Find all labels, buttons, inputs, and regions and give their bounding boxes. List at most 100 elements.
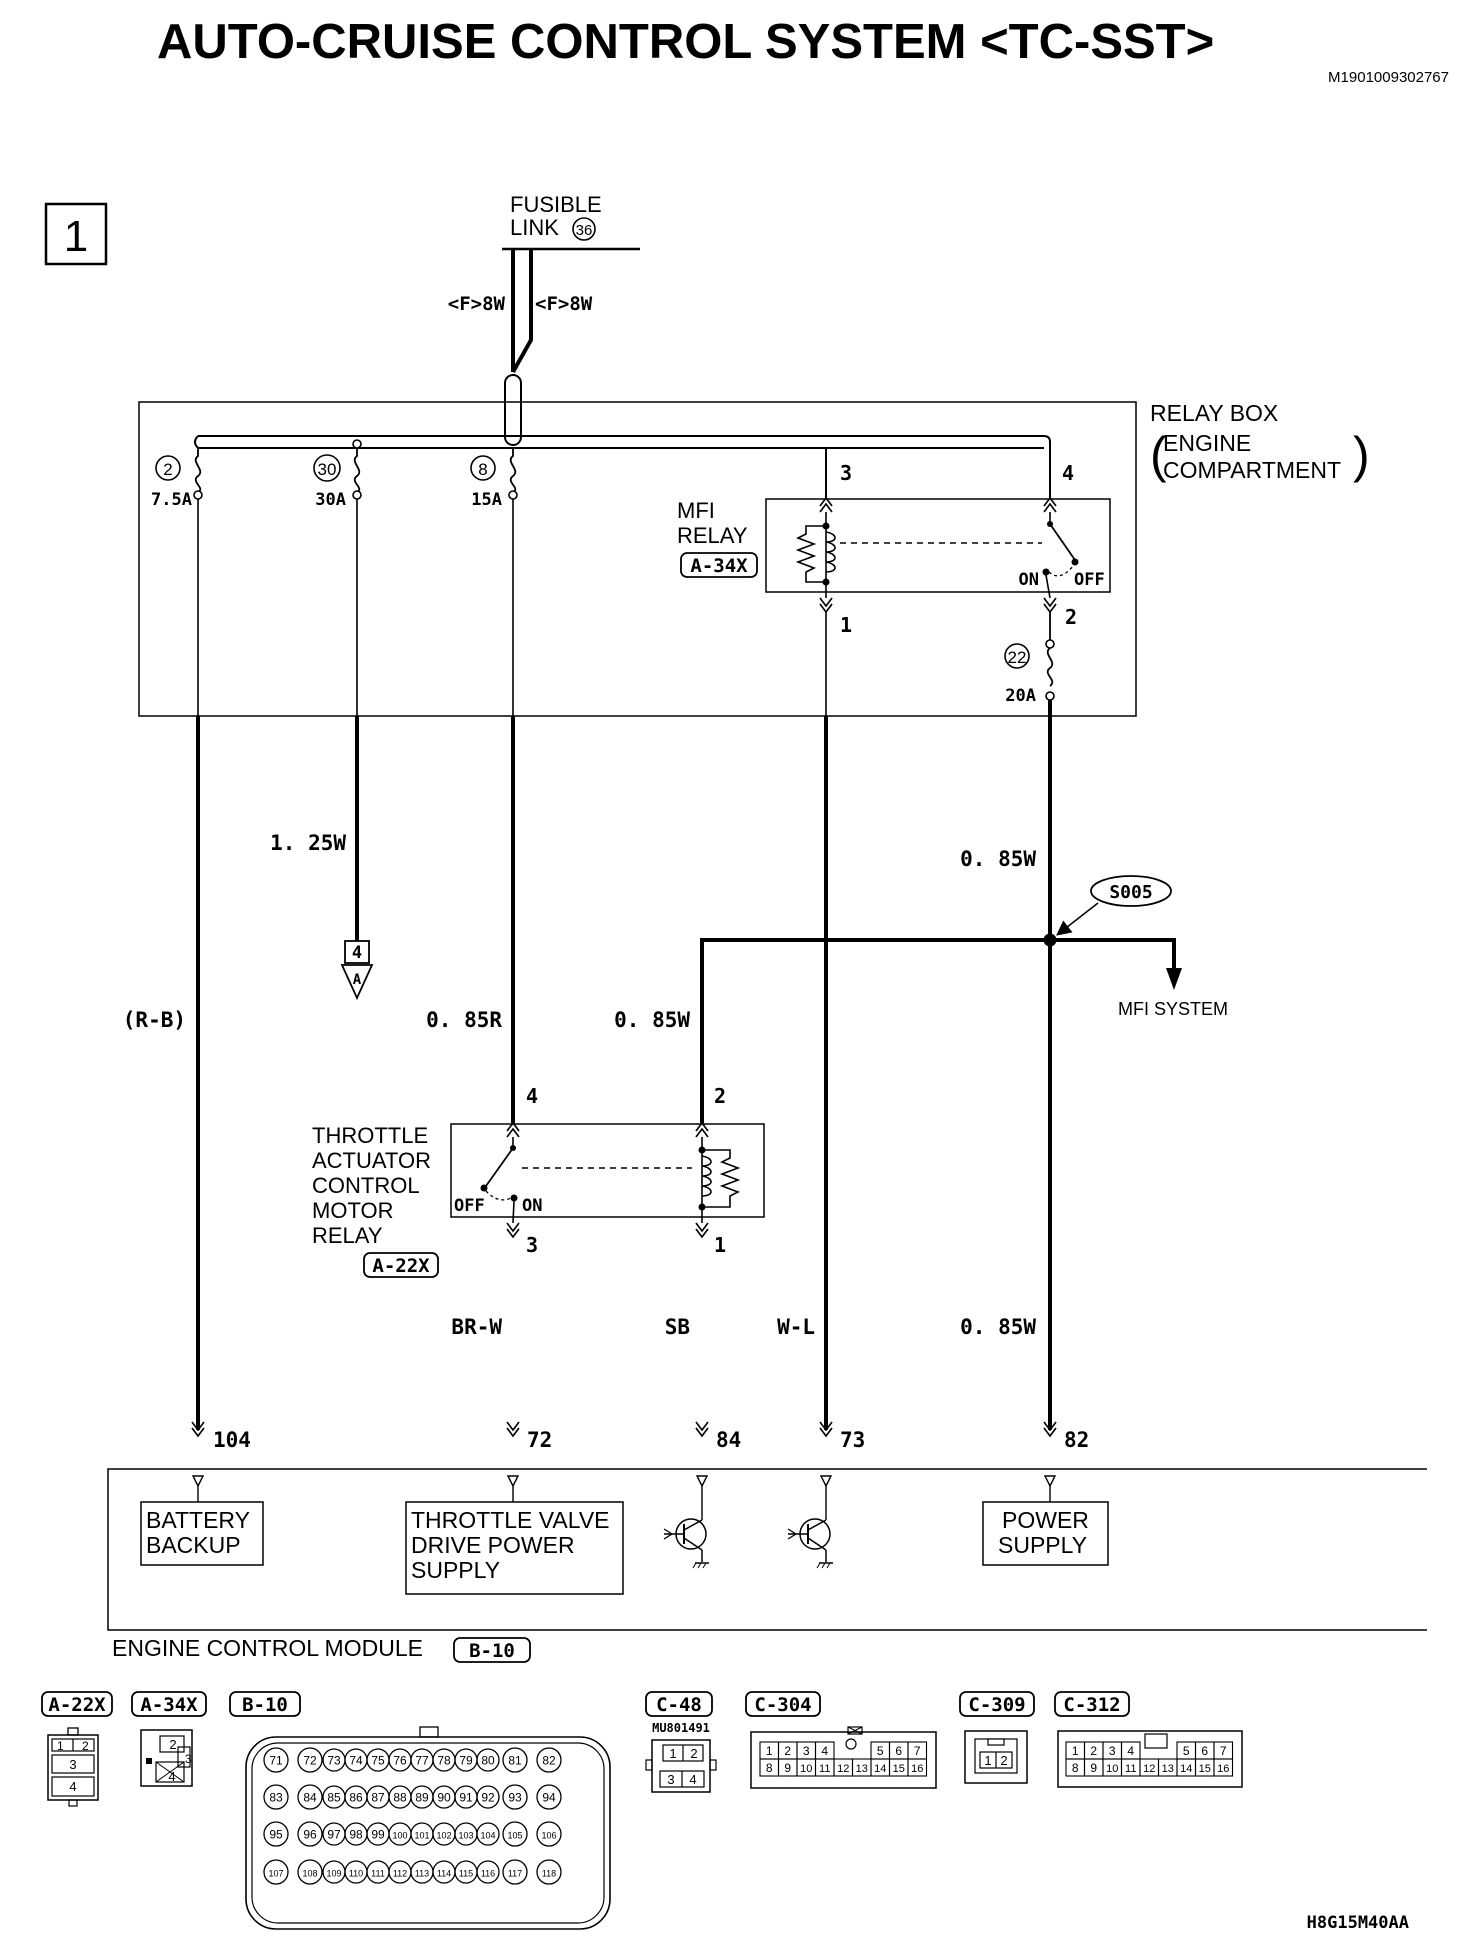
ecm-terminal-73 [819,1475,833,1488]
ecm-pin-84: 84 [716,1428,741,1452]
mfi-relay-pin-4: 4 [1062,461,1074,485]
relay-box-location-2: COMPARTMENT [1163,457,1341,483]
throttle-switch-blade [485,1147,514,1187]
wire-label-125w: 1. 25W [270,831,346,855]
b10-pin-circle [502,1859,528,1885]
ecm-connector: B-10 [469,1640,515,1662]
b10-pin-label: 83 [269,1791,283,1805]
mfi-relay-connector-box [680,552,758,578]
page-marker: 1 [64,212,88,261]
ecm-terminal-104 [191,1475,205,1488]
ref-arrow [340,964,374,1001]
fusible-link-number: 36 [576,222,593,239]
ecm-pin-104: 104 [213,1428,251,1452]
wire-label-085w-mid: 0. 85W [614,1008,690,1032]
b10-pin-label: 84 [303,1791,317,1805]
fuse-2-terminal [193,490,203,500]
mfi-relay-label-1: MFI [677,498,715,523]
b10-pin-label: 117 [508,1869,522,1879]
throttle-pin1-chevron [695,1222,709,1239]
throttle-relay-connector-box [363,1252,439,1278]
a22x-pin-1: 1 [57,1739,64,1753]
b10-pin-label: 95 [269,1828,283,1842]
pin-cell [907,1758,928,1777]
fuse-22-number: 22 [1008,648,1027,667]
b10-pin-label: 72 [303,1754,317,1768]
a34x-name-box [131,1691,207,1717]
ecm-pin73-chevron [819,1421,833,1438]
pin-label: 15 [893,1763,905,1775]
pin-label: 8 [1072,1761,1079,1775]
fuse-8-number-circle [470,455,496,481]
mfi-switch-travel [1048,565,1074,577]
throttle-relay-pin-1: 1 [714,1233,726,1257]
throttle-switch-off-label: OFF [454,1196,485,1216]
b10-pin-label: 89 [415,1791,429,1805]
ecm-pin84-chevron [695,1421,709,1438]
b10-pin-label: 118 [542,1869,556,1879]
b10-pin-label: 103 [458,1831,473,1841]
ecm-box [107,1468,1427,1631]
throttle-relay-connector: A-22X [372,1255,430,1277]
throttle-switch-on-contact [510,1194,518,1202]
throttle-resistor [702,1149,741,1208]
relay-box-paren-open: ( [1150,427,1167,483]
pin-label: 5 [1183,1744,1190,1758]
a34x-name: A-34X [140,1694,198,1716]
wire-label-br-w: BR-W [451,1315,502,1339]
wire-label-085w-right: 0. 85W [960,847,1036,871]
relay-box-location-1: ENGINE [1163,430,1251,456]
throttle-relay-pin-2: 2 [714,1084,726,1108]
ecm-pin72-chevron [506,1421,520,1438]
b10-pin-label: 88 [393,1791,407,1805]
pin-label: 1 [1072,1744,1079,1758]
battery-backup-label-2: BACKUP [146,1532,241,1558]
b10-pin-label: 87 [371,1791,385,1805]
transistor-84-icon [663,1518,709,1569]
pin-label: 16 [911,1763,923,1775]
fuse-30-terminal-top [352,439,362,449]
b10-pin-label: 102 [436,1831,451,1841]
mfi-relay-pin-1: 1 [840,613,852,637]
b10-pin-label: 80 [481,1754,495,1768]
b10-pin-label: 116 [481,1869,495,1879]
mfi-switch-on-contact [1042,568,1050,576]
fuse-22-element [1046,647,1054,687]
throttle-switch-wire-bottom [512,1200,515,1224]
b10-pin-label: 76 [393,1754,407,1768]
fuse-8-rating: 15A [471,490,502,510]
b10-pin-circle [536,1859,562,1885]
pin-label: 5 [877,1744,884,1758]
b10-pin-label: 105 [507,1831,522,1841]
fuse-2-number: 2 [163,460,172,479]
c48-pin-2: 2 [690,1746,697,1761]
throttle-relay-label-5: RELAY [312,1223,383,1248]
splice-oval [1090,875,1172,907]
mfi-system-label: MFI SYSTEM [1118,999,1228,1019]
fuse-8-terminal [508,490,518,500]
wire-label-085r: 0. 85R [426,1008,502,1032]
b10-name-box [229,1691,301,1717]
b10-pin-circle [536,1784,562,1810]
battery-backup-box [140,1501,264,1566]
pin-label: 1 [766,1744,773,1758]
mfi-switch-off-label: OFF [1074,570,1105,590]
footer-code: H8G15M40AA [1307,1913,1409,1933]
mfi-relay-pin-2: 2 [1065,605,1077,629]
b10-pin-label: 90 [437,1791,451,1805]
b10-pin-circle [536,1821,562,1847]
fuse-8-element [509,448,517,493]
page-title: AUTO-CRUISE CONTROL SYSTEM <TC-SST> [157,15,1214,69]
fuse-22-terminal [1045,691,1055,701]
fusible-link-label-2: LINK [510,215,559,240]
mfi-coil [825,531,836,573]
ecm-pin-72: 72 [527,1428,552,1452]
c312-connector-face [1057,1730,1243,1788]
mfi-pin3-chevron [819,496,833,513]
b10-pin-circle [297,1859,323,1885]
fusible-link-label-1: FUSIBLE [510,192,602,217]
b10-pin-label: 79 [459,1754,473,1768]
bus-bar-left-end [194,435,199,449]
feed-wire-right [511,249,533,373]
